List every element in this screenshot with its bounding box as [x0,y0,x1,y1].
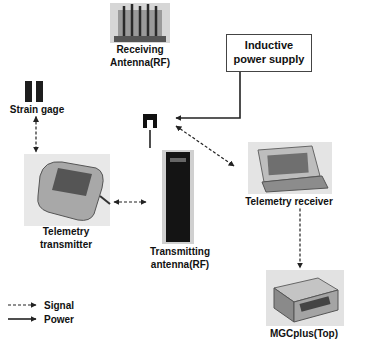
sample-line [8,304,36,305]
node-text: Inductive power supply [231,39,307,67]
component-label: Receiving Antenna(RF) [104,2,176,130]
photo-ground [248,142,332,194]
power-line [176,72,240,119]
component-label: Telemetry transmitter [18,152,114,251]
legend-text: Signal [44,300,74,311]
antenna-block [166,152,190,242]
node-text: Telemetry receiver [234,196,344,209]
photo-ground [110,3,170,43]
transmitter-top [52,168,92,196]
telemetry-receiver-picture [248,142,332,194]
gage-bar [25,81,32,102]
receiver-base [262,176,328,192]
antenna-base [114,36,166,42]
receiving-antenna-picture [110,3,170,43]
coil-opening [147,120,153,128]
node-text: Receiving Antenna(RF) [104,44,176,69]
device-side [294,290,338,322]
node-text: MGCplus(Top) [258,328,350,341]
photo-ground [162,150,194,244]
signal-sample [6,300,40,310]
power-line [149,130,151,148]
power-sample [6,314,40,324]
legend-text: Power [44,314,74,325]
mgcplus-picture [266,270,344,326]
legend: SignalPower [6,298,74,326]
transmitting-antenna-picture [162,150,194,244]
receiver-screen [267,153,308,176]
node-text: Telemetry transmitter [18,226,114,251]
receiver-lid [258,146,320,182]
process-box: Inductive power supply [226,34,312,72]
legend-entry: Power [6,312,74,326]
transmitter-cable [100,196,110,204]
sample-line [8,318,36,320]
signal-arrow [114,201,146,202]
component-label: Telemetry receiver [234,140,344,209]
device-front [274,288,294,322]
gage-bar [36,81,43,102]
signal-arrow [176,126,234,166]
photo-ground [24,154,110,226]
pickup-coil [143,114,157,128]
node-text: Transmitting antenna(RF) [146,246,214,271]
signal-arrow [35,117,36,153]
legend-entry: Signal [6,298,74,312]
telemetry-transmitter-picture [24,154,110,226]
component-label: MGCplus(Top) [258,268,350,341]
component-label: Transmitting antenna(RF) [146,148,214,271]
node-text: Strain gage [4,104,70,117]
component-label: Strain gage [4,78,70,117]
transmitter-body [38,162,103,221]
antenna-rods [124,4,156,36]
strain-gage-picture [25,81,43,102]
device-panel [299,296,330,311]
signal-arrow [299,209,300,269]
coil-square [143,114,157,128]
photo-ground [266,270,344,326]
antenna-stripe [170,158,186,162]
